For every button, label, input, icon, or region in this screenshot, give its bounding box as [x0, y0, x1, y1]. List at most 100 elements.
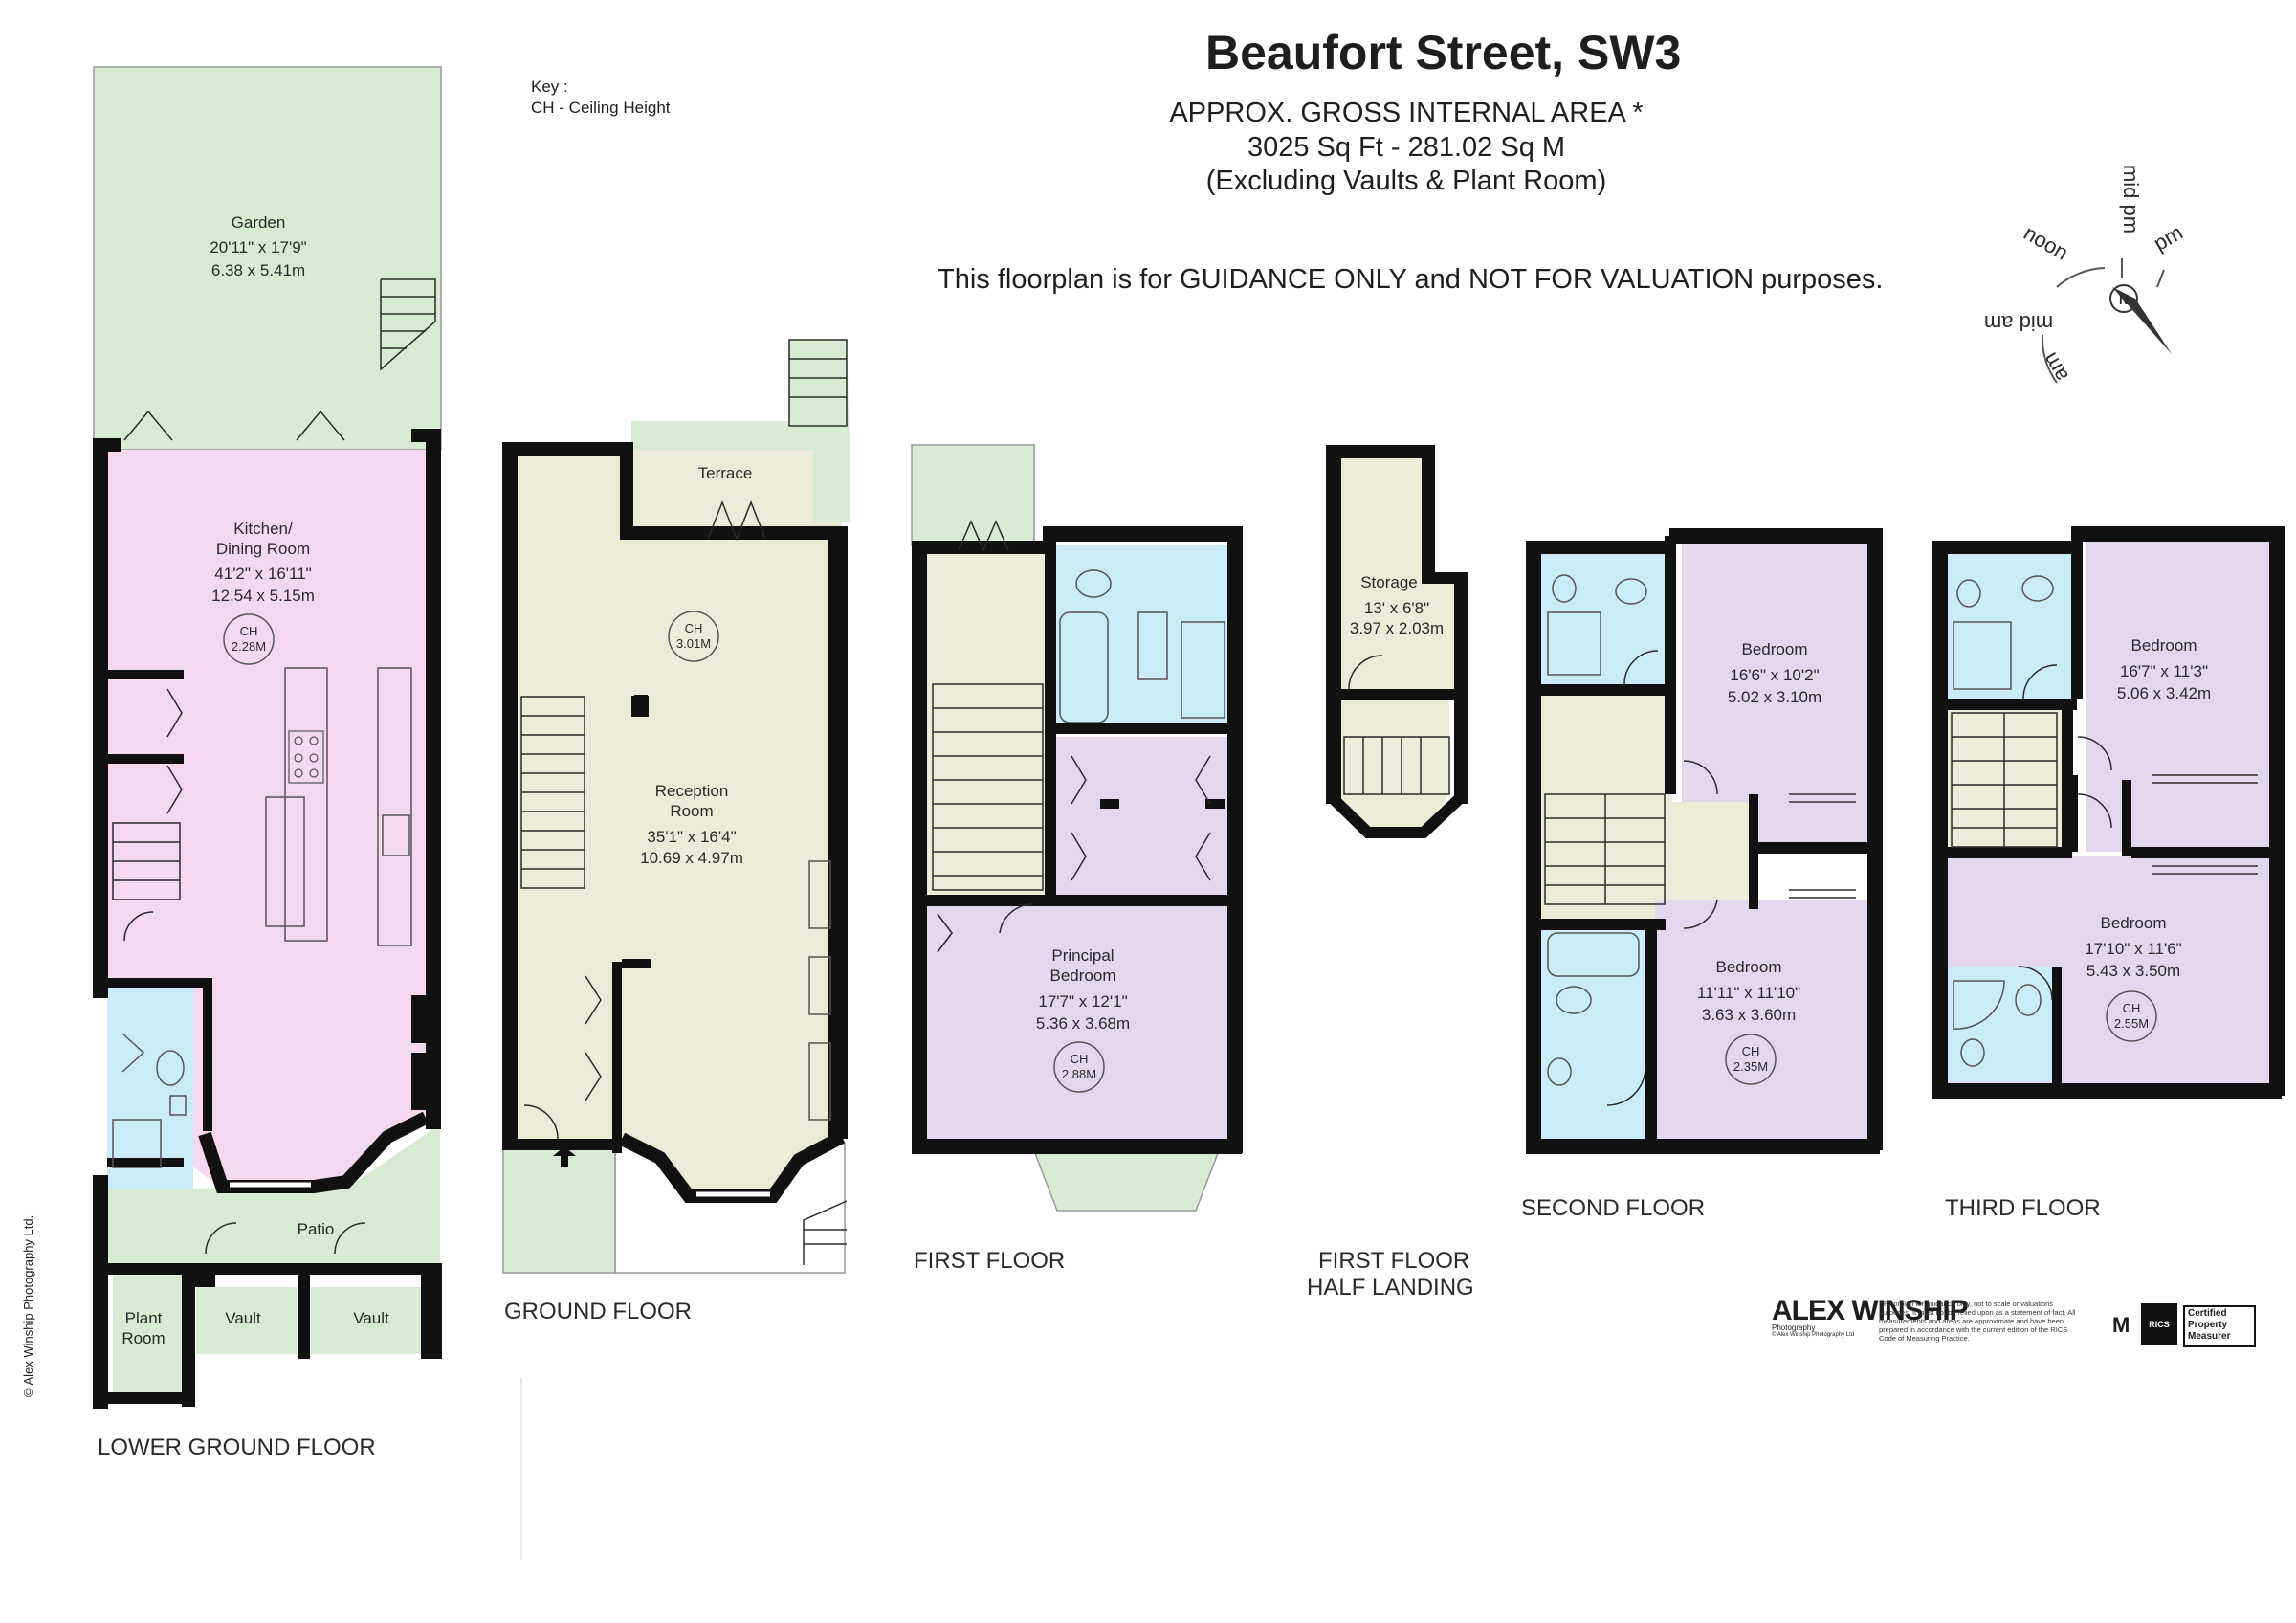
floor-label-lower-ground: LOWER GROUND FLOOR — [98, 1434, 376, 1460]
reception-floor — [517, 450, 842, 1196]
rics-badge: M RICS Certified Property Measurer — [2112, 1303, 2256, 1347]
kitchen-metric: 12.54 x 5.15m — [211, 587, 315, 605]
terrace-name: Terrace — [698, 464, 753, 482]
third-floor-walls — [1932, 526, 2285, 1099]
key-item: CH - Ceiling Height — [531, 99, 671, 117]
second-floor-walls — [1526, 528, 1883, 1154]
guidance-note: This floorplan is for GUIDANCE ONLY and … — [938, 264, 1884, 295]
bedroom-3b-ch-label: CH — [2123, 1001, 2141, 1015]
reception-metric: 10.69 x 4.97m — [640, 849, 743, 867]
terrace-area — [631, 340, 850, 522]
area-exclusions: (Excluding Vaults & Plant Room) — [1205, 166, 1607, 196]
lower-ground-walls — [93, 429, 442, 1409]
compass-am: am — [2038, 348, 2073, 386]
storage-floor — [1339, 455, 1459, 831]
storage-name: Storage — [1360, 573, 1418, 591]
bedroom-2b-ch-marker — [1725, 1034, 1777, 1085]
second-floor-bathroom — [1540, 923, 1645, 1139]
second-floor-bath-fixtures — [1547, 574, 1647, 1086]
first-floor-stairs — [932, 683, 1044, 891]
garden-name: Garden — [232, 213, 286, 232]
rics-logo: RICS — [2141, 1303, 2177, 1345]
plant-room-name-1: Plant — [125, 1309, 163, 1327]
third-floor-plan: Bedroom 16'7" x 11'3" 5.06 x 3.42m Bedro… — [1932, 526, 2285, 1221]
rics-cert-label: Certified Property Measurer — [2183, 1305, 2256, 1347]
compass-north-label: N — [2119, 292, 2129, 307]
bedroom-2a-floor — [1682, 541, 1868, 842]
bedroom-3b-name: Bedroom — [2101, 914, 2167, 932]
garden-area — [93, 66, 442, 451]
vault-1-name: Vault — [225, 1309, 261, 1327]
third-floor-doors — [2018, 664, 2258, 1001]
key-legend: Key : CH - Ceiling Height — [531, 77, 671, 119]
kitchen-name-2: Dining Room — [216, 540, 310, 558]
reception-ch-label: CH — [685, 621, 703, 635]
logo-sub: Photography — [1772, 1323, 1816, 1332]
sink-icon — [382, 814, 410, 856]
ground-floor-stairs — [520, 696, 585, 889]
first-floor-bathroom-fixtures — [1059, 569, 1225, 723]
plant-room-name-2: Room — [121, 1329, 165, 1347]
compass-pm: pm — [2150, 220, 2187, 256]
bedroom-2a-metric: 5.02 x 3.10m — [1728, 688, 1821, 706]
third-floor-stairs — [1951, 712, 2058, 848]
principal-bedroom-floor — [926, 904, 1227, 1148]
bedroom-2a-name: Bedroom — [1742, 640, 1808, 658]
reception-name-2: Room — [670, 802, 713, 820]
garden-metric: 6.38 x 5.41m — [211, 261, 305, 279]
bedroom-2b-imperial: 11'11" x 11'10" — [1697, 984, 1800, 1002]
bedroom-3a-floor — [2086, 541, 2270, 852]
mm-mark-icon: M — [2112, 1313, 2130, 1337]
principal-ch-label: CH — [1071, 1052, 1089, 1066]
principal-metric: 5.36 x 3.68m — [1036, 1014, 1130, 1033]
logo-small: © Alex Winship Photography Ltd — [1772, 1332, 1855, 1338]
second-floor-doors — [1606, 650, 1856, 1106]
bedroom-3b-ch-marker — [2106, 990, 2157, 1042]
compass-needle-icon — [2112, 287, 2172, 354]
first-floor-dressing — [1055, 737, 1227, 900]
compass-noon: noon — [2020, 220, 2072, 264]
bedroom-3a-metric: 5.06 x 3.42m — [2117, 684, 2211, 702]
floor-label-second: SECOND FLOOR — [1521, 1195, 1705, 1221]
second-floor-landing-2 — [1672, 802, 1749, 919]
bedroom-3a-imperial: 16'7" x 11'3" — [2120, 662, 2208, 680]
principal-name-2: Bedroom — [1050, 967, 1116, 985]
patio-name: Patio — [298, 1220, 335, 1238]
front-area — [502, 1143, 616, 1274]
principal-name-1: Principal — [1051, 946, 1114, 965]
third-floor-bath-fixtures — [1953, 575, 2054, 1067]
reception-ch-value: 3.01M — [676, 636, 711, 651]
terrace-steps — [788, 339, 848, 427]
storage-imperial: 13' x 6'8" — [1364, 599, 1429, 617]
bedroom-2b-ch-value: 2.35M — [1733, 1059, 1768, 1074]
entrance-arrow-icon — [553, 1146, 576, 1167]
bedroom-3b-imperial: 17'10" x 11'6" — [2085, 940, 2181, 958]
bedroom-3b-metric: 5.43 x 3.50m — [2086, 962, 2180, 980]
kitchen-ch-value: 2.28M — [232, 639, 266, 654]
second-floor-stairs — [1544, 793, 1666, 905]
bedroom-3b-ch-value: 2.55M — [2114, 1016, 2149, 1031]
alex-winship-logo: ALEX WINSHIP Photography © Alex Winship … — [1772, 1297, 1969, 1339]
disclaimer-text: * Floorplan for guidance only, not to sc… — [1879, 1300, 2076, 1343]
first-floor-doors — [937, 520, 1211, 953]
property-title: Beaufort Street, SW3 — [1205, 26, 1682, 79]
ground-floor-walls — [502, 442, 848, 1153]
area-figures: 3025 Sq Ft - 281.02 Sq M — [1247, 132, 1566, 163]
compass-north-circle — [2109, 284, 2138, 313]
bedroom-3a-name: Bedroom — [2131, 636, 2197, 655]
second-floor-landing — [1540, 694, 1672, 919]
half-landing-plan: Storage 13' x 6'8" 3.97 x 2.03m FIRST FL… — [1307, 445, 1474, 1301]
reception-imperial: 35'1" x 16'4" — [647, 828, 736, 846]
patio-area — [107, 1124, 440, 1273]
ground-floor-fireplaces — [808, 860, 831, 1121]
lower-ground-bay — [198, 1111, 430, 1193]
lower-ground-floor-plan: Garden 20'11" x 17'9" 6.38 x 5.41m Kitch… — [93, 66, 442, 1460]
principal-imperial: 17'7" x 12'1" — [1038, 992, 1127, 1011]
principal-ch-value: 2.88M — [1062, 1067, 1096, 1081]
first-floor-bathroom — [1055, 545, 1227, 727]
vault-2-floor — [311, 1287, 424, 1354]
bedroom-2b-name: Bedroom — [1716, 958, 1782, 976]
lower-ground-doors — [123, 410, 366, 1255]
first-floor-walls — [912, 526, 1243, 1154]
